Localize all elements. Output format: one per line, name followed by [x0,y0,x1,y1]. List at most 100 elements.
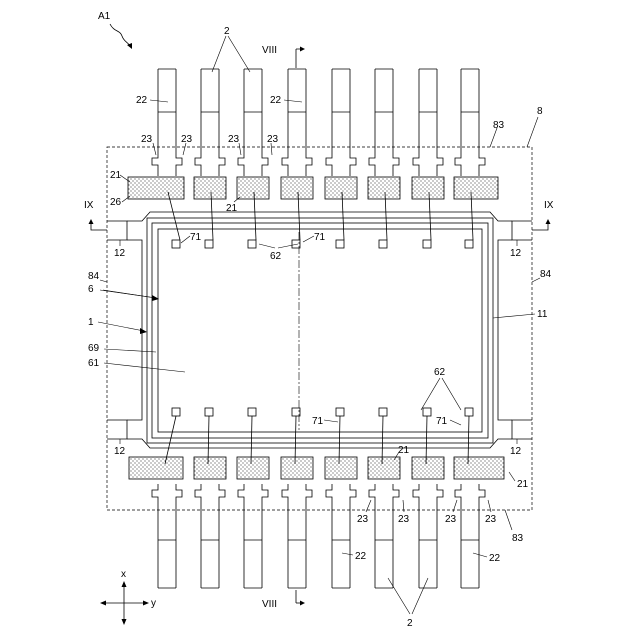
label-wire-71-3: 71 [312,416,324,427]
assembly-arrow [110,24,131,47]
label-frame-12-bottom-right: 12 [510,446,522,457]
section-markers: VIII VIII IX IX [84,45,554,610]
label-notch-bottom-1: 23 [357,514,369,525]
label-notch-top-4: 23 [267,134,279,145]
top-pad-5 [325,177,357,199]
label-resin-edge-84-left: 84 [88,271,100,282]
label-chip-1: 1 [88,317,94,328]
bottom-pad-1 [129,457,183,479]
label-chip-6: 6 [88,284,94,295]
axis-y-label: y [151,598,156,609]
label-resin-outline-8: 8 [537,106,543,117]
label-frame-12-bottom-left: 12 [114,446,126,457]
top-lead-3 [238,69,268,176]
axis-indicator: x y [100,569,156,625]
label-electrode-62-bottom: 62 [434,367,446,378]
axis-x-label: x [121,569,126,580]
label-pad-21-bottom-mid: 21 [398,445,410,456]
label-frame-11: 11 [537,309,548,320]
section-label-left: IX [84,200,94,211]
label-electrode-62-top: 62 [270,251,282,262]
frame-tab-bottom-left [107,420,127,439]
top-electrode-3 [248,240,256,248]
top-pad-3 [237,177,269,199]
frame-tab-top-left [107,221,127,240]
leader-lines [98,36,540,614]
bottom-electrode-6 [379,408,387,416]
top-pad-7 [412,177,444,199]
label-lead-bottom-right-a: 22 [355,551,367,562]
bottom-pad-6 [368,457,400,479]
label-notch-top-2: 23 [181,134,193,145]
bottom-lead-7 [413,484,443,588]
bottom-lead-4 [282,484,312,588]
bottom-pad-8 [454,457,504,479]
label-chip-69: 69 [88,343,100,354]
label-resin-edge-83-bottom: 83 [512,533,524,544]
label-notch-top-1: 23 [141,134,153,145]
bottom-electrode-5 [336,408,344,416]
section-label-bottom: VIII [262,599,277,610]
label-plating-26: 26 [110,197,122,208]
label-wire-71-4: 71 [436,416,448,427]
label-frame-12-top-left: 12 [114,248,126,259]
label-lead-bottom-right-b: 22 [489,553,501,564]
frame-tabs [107,221,532,439]
bottom-pad-7 [412,457,444,479]
bottom-lead-2 [195,484,225,588]
bottom-lead-5 [326,484,356,588]
bottom-electrode-8 [465,408,473,416]
bottom-pad-4 [281,457,313,479]
top-pad-8 [454,177,498,199]
label-resin-edge-84-right: 84 [540,269,552,280]
chip-active-area [158,229,482,432]
bottom-lead-6 [369,484,399,588]
label-lead-group-top: 2 [224,26,230,37]
bottom-electrode-1 [172,408,180,416]
bottom-pad-3 [237,457,269,479]
assembly-label: A1 [98,11,111,22]
top-electrode-7 [423,240,431,248]
top-lead-8 [455,69,485,176]
top-electrode-5 [336,240,344,248]
label-lead-top-mid: 22 [270,95,282,106]
top-electrode-6 [379,240,387,248]
label-resin-edge-83-top: 83 [493,120,505,131]
label-wire-71-1: 71 [190,232,202,243]
bottom-pad-2 [194,457,226,479]
bottom-pad-5 [325,457,357,479]
top-pad-1 [128,177,184,199]
top-lead-1 [152,69,182,176]
label-lead-group-bottom: 2 [407,618,413,629]
label-pad-21-bottom-right: 21 [517,479,529,490]
bottom-electrode-3 [248,408,256,416]
bottom-lead-8 [455,484,485,588]
die-area [127,212,512,448]
top-lead-5 [326,69,356,176]
bottom-lead-3 [238,484,268,588]
label-notch-bottom-3: 23 [445,514,457,525]
chip-outline [152,223,488,438]
top-lead-6 [369,69,399,176]
label-chip-61: 61 [88,358,100,369]
bottom-electrode-2 [205,408,213,416]
bottom-lead-1 [152,484,182,588]
top-pad-4 [281,177,313,199]
label-frame-12-top-right: 12 [510,248,522,259]
label-notch-bottom-4: 23 [485,514,497,525]
top-pad-6 [368,177,400,199]
section-arrow-left [91,222,107,230]
label-pad-21-top-mid: 21 [226,203,238,214]
frame-tab-bottom-right [512,420,532,439]
label-lead-top-left: 22 [136,95,148,106]
label-wire-71-2: 71 [314,232,326,243]
label-notch-top-3: 23 [228,134,240,145]
label-notch-bottom-2: 23 [398,514,410,525]
top-lead-4 [282,69,312,176]
top-lead-7 [413,69,443,176]
die-pad-inner [147,218,493,443]
section-label-top: VIII [262,45,277,56]
bottom-electrode-7 [423,408,431,416]
